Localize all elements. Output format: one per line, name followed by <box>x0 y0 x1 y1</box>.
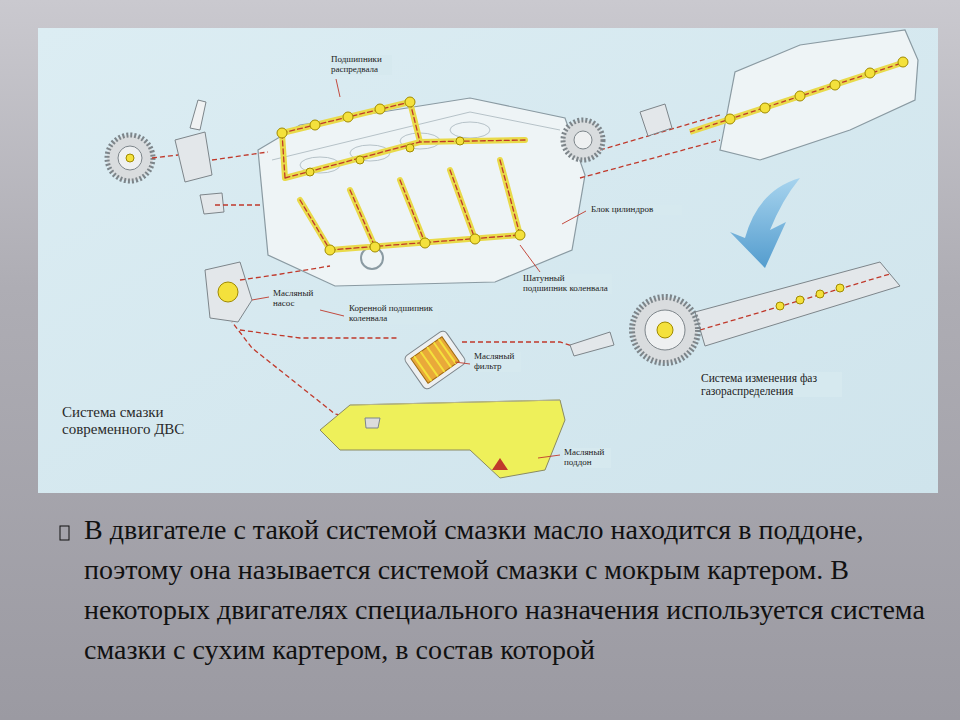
bearings <box>470 234 480 244</box>
engine-block <box>258 98 585 286</box>
vvt-unit <box>645 310 685 350</box>
leader-lines <box>320 310 344 316</box>
cylinder-head <box>865 68 875 78</box>
cam-gear <box>563 120 603 160</box>
oil-pump <box>218 282 238 302</box>
bearings <box>370 242 380 252</box>
vvt-unit <box>836 284 844 292</box>
cylinder-head <box>690 62 905 132</box>
bearings <box>325 245 335 255</box>
leader-lines <box>252 297 269 300</box>
bearings <box>343 112 353 122</box>
oil-pan <box>320 400 565 478</box>
vvt-unit <box>570 332 614 356</box>
cylinder-head <box>690 62 905 132</box>
oil-filter <box>403 329 467 390</box>
camshaft-gear <box>107 135 153 181</box>
leader-lines <box>455 362 470 364</box>
oil-pump <box>205 262 252 322</box>
oil-passages <box>282 102 525 250</box>
cylinder-head <box>640 104 672 136</box>
bearings <box>420 238 430 248</box>
caption-text: В двигателе с такой системой смазки масл… <box>84 510 944 670</box>
bearings <box>406 144 414 152</box>
cylinder-head <box>830 80 840 90</box>
drive-unit <box>175 100 224 214</box>
vvt-unit <box>776 302 784 310</box>
drive-unit <box>190 100 206 130</box>
oil-pan <box>320 400 565 478</box>
oil-passages <box>282 102 525 250</box>
leader-lines <box>538 455 560 458</box>
leader-lines <box>336 79 340 97</box>
oil-filter <box>403 329 467 390</box>
drive-unit <box>200 193 224 214</box>
drive-unit <box>175 132 212 182</box>
leader-lines <box>520 245 540 272</box>
vvt-unit <box>657 322 673 338</box>
camshaft-gear <box>126 154 134 162</box>
part-label: Шатунный подшипник коленвала <box>522 274 612 294</box>
vvt-unit <box>570 262 900 363</box>
leader-lines <box>252 79 586 458</box>
vvt-unit <box>816 290 824 298</box>
part-label: Масляный поддон <box>563 448 611 468</box>
camshaft-gear <box>118 146 142 170</box>
cylinder-head <box>720 30 918 160</box>
bearings <box>277 97 525 255</box>
diagram-title: Система смазки современного ДВС <box>62 404 222 439</box>
cylinder-head <box>725 57 908 124</box>
cylinder-head <box>760 103 770 113</box>
vvt-unit <box>700 274 890 330</box>
part-label: Масляный фильтр <box>473 352 521 372</box>
cylinder-head <box>725 114 735 124</box>
part-label: Подшипники распредвала <box>330 55 392 75</box>
oil-passages <box>282 102 525 250</box>
oil-lines <box>215 204 262 205</box>
bearings <box>375 104 385 114</box>
cam-gear <box>563 120 603 160</box>
bearings <box>456 137 464 145</box>
bearings <box>515 230 525 240</box>
picture-panel <box>38 28 938 493</box>
oil-pan <box>350 400 560 405</box>
part-label: Блок цилиндров <box>590 205 682 215</box>
cylinder-head <box>640 30 918 160</box>
vvt-unit <box>796 296 804 304</box>
oil-filter <box>414 339 456 381</box>
zoom-arrow <box>730 178 800 268</box>
bearings <box>310 120 320 130</box>
bearings <box>405 97 415 107</box>
oil-lines <box>240 330 398 338</box>
oil-lines <box>462 342 572 346</box>
camshaft-gear <box>107 135 153 181</box>
oil-lines <box>152 155 178 158</box>
bearings <box>356 156 364 164</box>
oil-filter <box>411 337 459 383</box>
oil-pump <box>205 262 252 322</box>
oil-lines <box>152 115 720 420</box>
cylinder-head <box>898 57 908 67</box>
oil-pan <box>492 458 508 470</box>
cam-gear <box>574 131 592 149</box>
part-label: Система изменения фаз газораспределения <box>700 372 842 397</box>
oil-lines <box>240 266 330 280</box>
part-label: Коренной подшипник коленвала <box>348 304 438 324</box>
leader-lines <box>562 211 586 224</box>
engine-block <box>258 98 585 286</box>
engine-block <box>450 122 490 138</box>
vvt-unit <box>632 297 698 363</box>
bearings <box>277 128 287 138</box>
oil-lines <box>212 152 268 160</box>
cylinder-head <box>795 91 805 101</box>
bullet-symbol <box>60 526 69 540</box>
oil-pan <box>365 418 380 428</box>
part-label: Масляный насос <box>272 289 320 309</box>
vvt-unit <box>776 284 844 310</box>
bearings <box>306 168 314 176</box>
vvt-unit <box>695 262 900 346</box>
